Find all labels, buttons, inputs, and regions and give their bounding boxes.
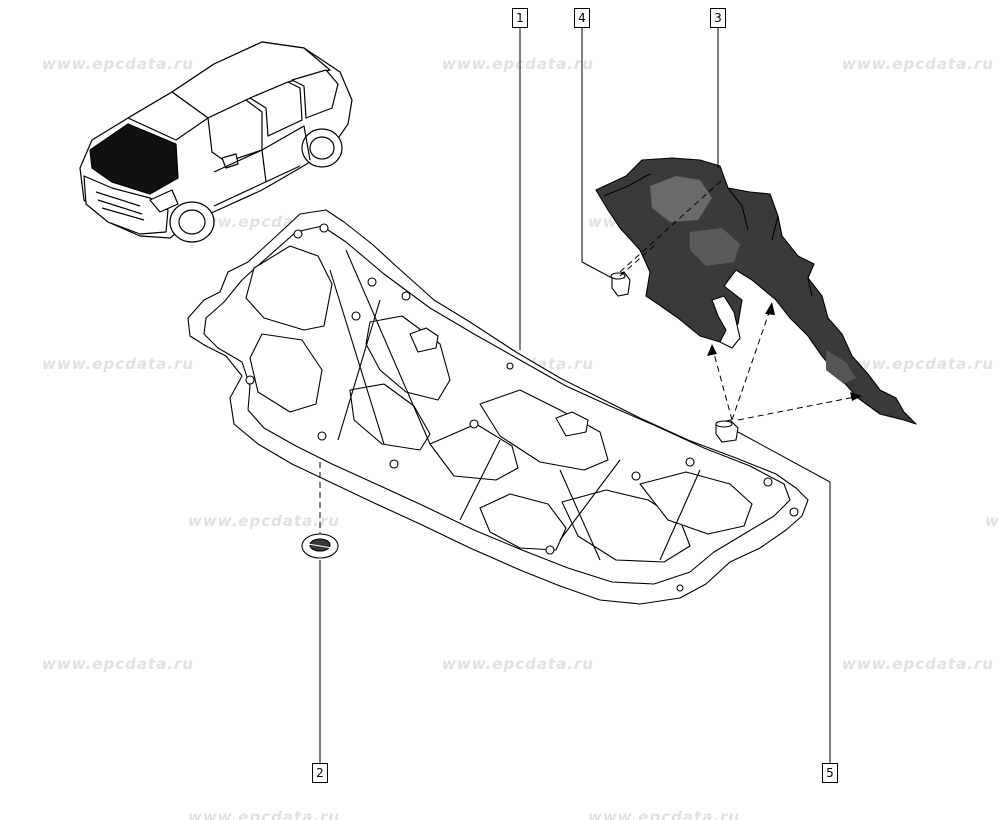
watermark: www.epcdata.ru [842, 655, 995, 673]
watermark: www.epcdata.ru [442, 55, 595, 73]
clip-part-5 [715, 419, 739, 443]
watermark: www.epcdata.ru [42, 655, 195, 673]
watermark: www.epcdata.ru [188, 512, 341, 530]
callout-3[interactable]: 3 [710, 8, 726, 28]
fastener-part-2 [301, 533, 339, 559]
callout-1[interactable]: 1 [512, 8, 528, 28]
watermark: www.epcdata.ru [442, 655, 595, 673]
watermark: www.epcdata.ru [588, 808, 741, 820]
leader-lines [319, 27, 831, 764]
callout-4[interactable]: 4 [574, 8, 590, 28]
watermark: www.epcdata.ru [188, 808, 341, 820]
side-insulator [595, 157, 917, 425]
assembly-arrows [707, 302, 862, 401]
watermark: www.epcdata.ru [42, 55, 195, 73]
watermark: www.epcdata.ru [842, 355, 995, 373]
hood-insulator-panel [187, 209, 809, 605]
callout-2[interactable]: 2 [312, 763, 328, 783]
hood-highlight [89, 123, 179, 195]
vehicle-locator-illustration [79, 41, 353, 243]
assembly-dashed-lines [319, 179, 861, 534]
callout-5[interactable]: 5 [822, 763, 838, 783]
watermark: www.epcdata.ru [842, 55, 995, 73]
watermark: www.epcdata.ru [985, 512, 1000, 530]
watermark: www.epcdata.ru [42, 355, 195, 373]
